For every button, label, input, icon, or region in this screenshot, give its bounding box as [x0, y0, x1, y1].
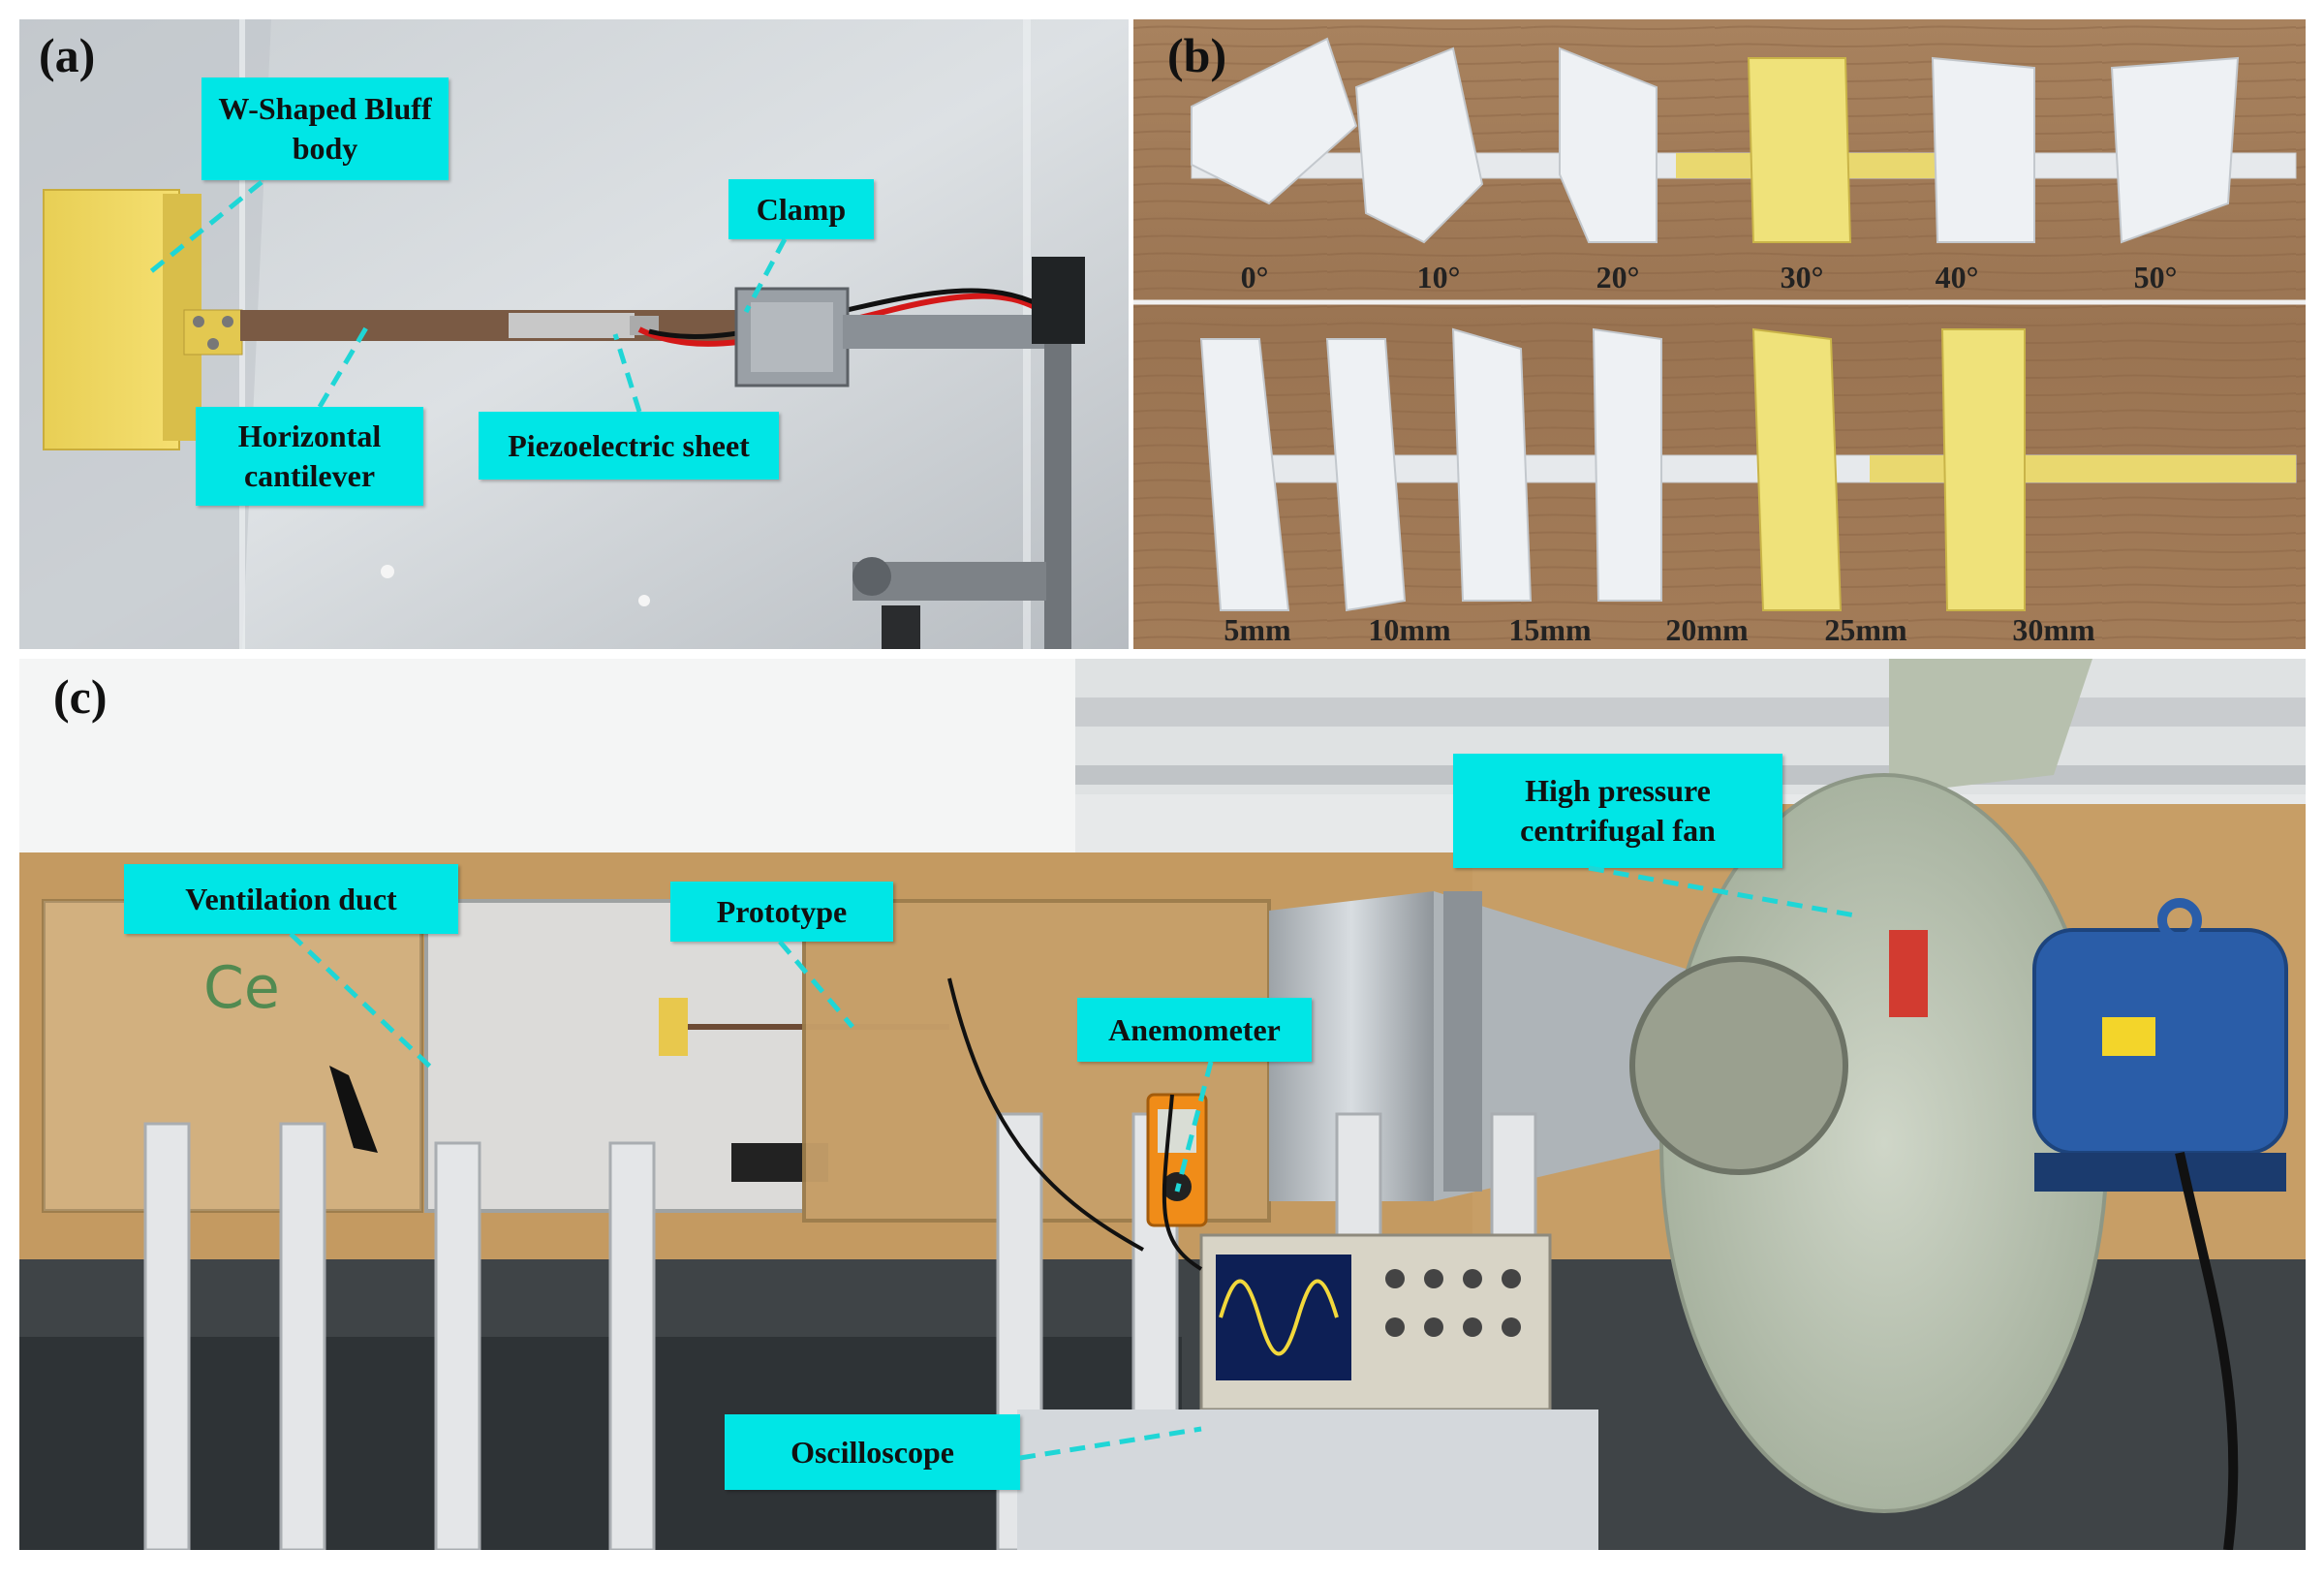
length-label: 30mm [2012, 612, 2095, 647]
angle-label: 0° [1240, 260, 1269, 294]
callout-w-shaped-bluff-body: W-Shaped Bluff body [201, 77, 449, 180]
length-label: 20mm [1665, 612, 1749, 647]
panel-b-label: (b) [1167, 28, 1227, 82]
callout-clamp: Clamp [728, 179, 874, 239]
motor-image [2032, 898, 2288, 1192]
length-sample-row [1199, 327, 2026, 612]
callout-ventilation-duct: Ventilation duct [124, 864, 458, 934]
centrifugal-fan-image [1629, 659, 2109, 1513]
length-label: 5mm [1224, 612, 1291, 647]
panel-a: (a) W-Shaped Bluff body Clamp Horizontal… [19, 19, 1129, 649]
callout-anemometer: Anemometer [1077, 998, 1312, 1062]
ventilation-duct-image: Ce [42, 899, 423, 1213]
panel-a-photo [19, 19, 1129, 649]
panel-c: Ce [19, 659, 2306, 1550]
panel-c-photo: Ce [19, 659, 2306, 1550]
panel-c-label: (c) [53, 669, 108, 724]
callout-horizontal-cantilever: Horizontal cantilever [196, 407, 423, 506]
length-label: 25mm [1824, 612, 1907, 647]
svg-text:Ce: Ce [203, 954, 280, 1022]
callout-piezoelectric-sheet: Piezoelectric sheet [479, 412, 779, 480]
panel-b-photo [1133, 19, 2306, 649]
angle-label: 30° [1780, 260, 1824, 294]
clamp-image [734, 287, 1066, 387]
callout-high-pressure-centrifugal-fan: High pressure centrifugal fan [1453, 754, 1782, 868]
callout-prototype: Prototype [670, 882, 893, 942]
angle-label: 40° [1935, 260, 1979, 294]
panel-a-label: (a) [39, 28, 96, 82]
angle-label: 20° [1596, 260, 1640, 294]
anemometer-image [1146, 1093, 1208, 1227]
panel-b: (b) 0° 10° 20° 30° 40° 50° 5mm 10mm 15mm… [1133, 19, 2306, 649]
length-label: 10mm [1368, 612, 1451, 647]
callout-oscilloscope: Oscilloscope [725, 1414, 1020, 1490]
angle-label: 10° [1416, 260, 1461, 294]
angle-sample-row [1191, 37, 2240, 244]
length-label: 15mm [1508, 612, 1592, 647]
angle-label: 50° [2133, 260, 2178, 294]
